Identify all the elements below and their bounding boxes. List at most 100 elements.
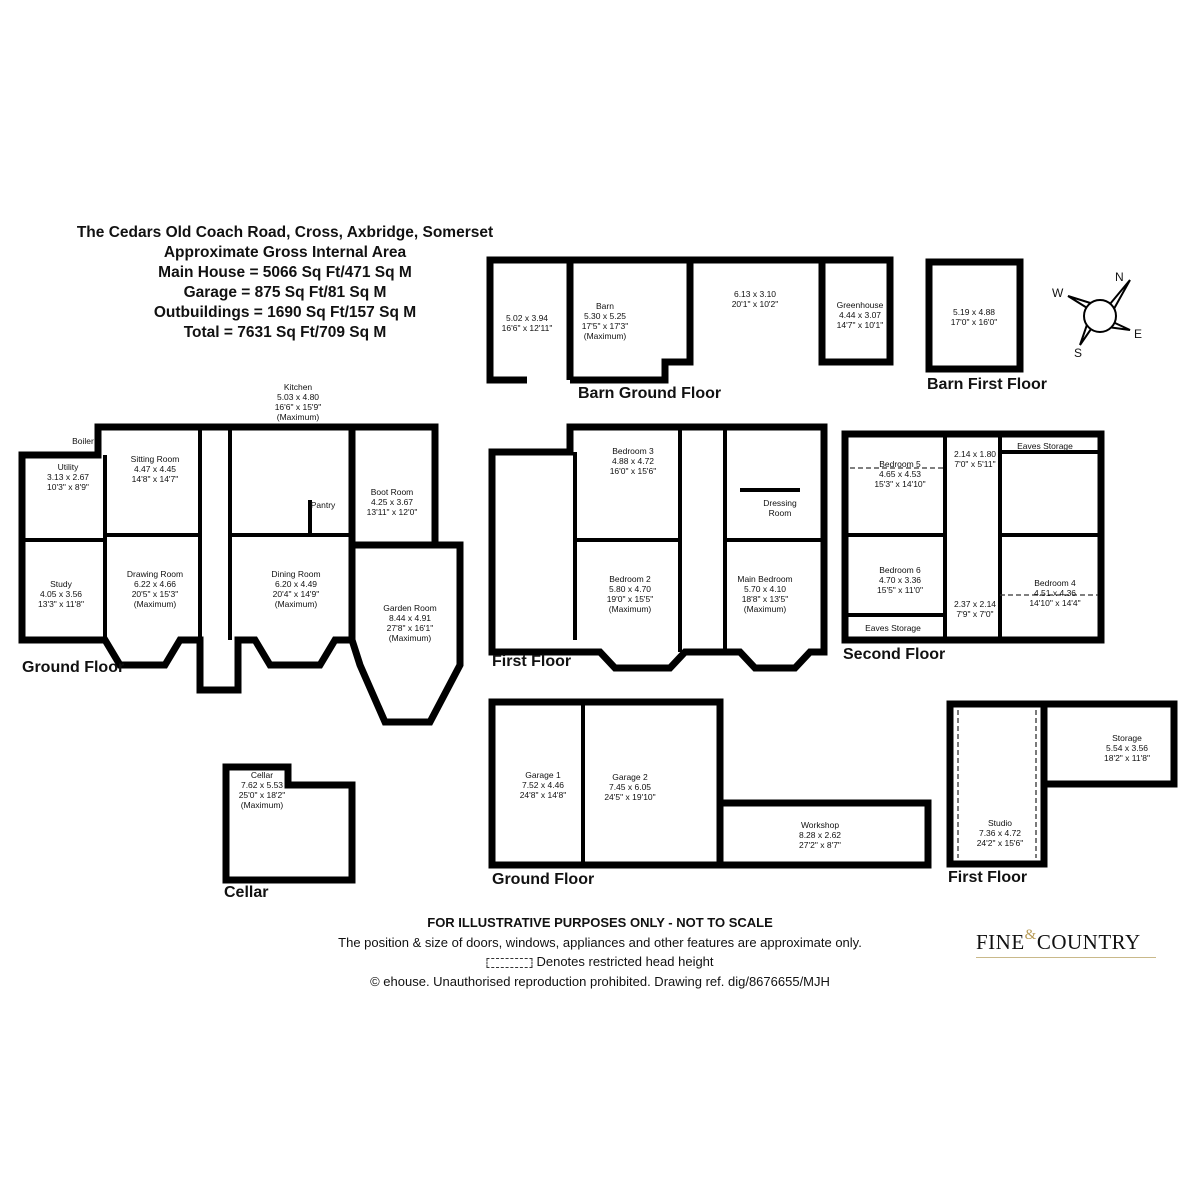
disclaimer: FOR ILLUSTRATIVE PURPOSES ONLY - NOT TO … bbox=[427, 915, 773, 930]
room-dimension: 4.44 x 3.07 bbox=[838, 310, 882, 320]
room-dimension: 6.22 x 4.66 bbox=[133, 579, 177, 589]
barn-ground-walls bbox=[486, 256, 894, 384]
room-dimension: 25'0" x 18'2" bbox=[238, 790, 286, 800]
room-dimension: 4.51 x 4.36 bbox=[1033, 588, 1077, 598]
room-name: Cellar bbox=[250, 770, 274, 780]
room-dimension: 24'8" x 14'8" bbox=[519, 790, 567, 800]
room-name: Sitting Room bbox=[130, 454, 180, 464]
boot-room-walls bbox=[348, 423, 439, 549]
floor-title-barn-first: Barn First Floor bbox=[927, 376, 1048, 393]
outbuildings-area: Outbuildings = 1690 Sq Ft/157 Sq M bbox=[153, 304, 417, 321]
room-name: Bedroom 4 bbox=[1034, 578, 1076, 588]
floor-title-first: First Floor bbox=[492, 653, 572, 670]
room-dimension: 10'3" x 8'9" bbox=[47, 482, 89, 492]
room-label-eaves-storage-bottom: Eaves Storage bbox=[865, 623, 921, 633]
room-name: Eaves Storage bbox=[865, 623, 921, 633]
room-name: Greenhouse bbox=[836, 300, 884, 310]
room-dimension: (Maximum) bbox=[583, 331, 627, 341]
copyright: © ehouse. Unauthorised reproduction proh… bbox=[370, 974, 830, 989]
room-name: Dressing bbox=[763, 498, 797, 508]
garage-area: Garage = 875 Sq Ft/81 Sq M bbox=[183, 284, 387, 301]
room-label-boiler: Boiler bbox=[72, 436, 94, 446]
room-dimension: 16'0" x 15'6" bbox=[609, 466, 657, 476]
restricted-height-swatch bbox=[486, 957, 533, 968]
room-name: Garden Room bbox=[383, 603, 437, 613]
room-dimension: 20'1" x 10'2" bbox=[731, 299, 779, 309]
room-dimension: (Maximum) bbox=[608, 604, 652, 614]
compass-icon bbox=[1067, 279, 1131, 346]
room-dimension: 19'0" x 15'5" bbox=[606, 594, 654, 604]
room-dimension: 24'5" x 19'10" bbox=[604, 792, 656, 802]
room-dimension: 16'6" x 15'9" bbox=[274, 402, 322, 412]
area-title: Approximate Gross Internal Area bbox=[163, 244, 407, 261]
room-name: Bedroom 6 bbox=[879, 565, 921, 575]
room-dimension: 17'5" x 17'3" bbox=[581, 321, 629, 331]
room-dimension: 18'2" x 11'8" bbox=[1104, 753, 1150, 763]
room-dimension: 4.65 x 4.53 bbox=[878, 469, 922, 479]
room-dimension: 4.88 x 4.72 bbox=[611, 456, 655, 466]
first-floor-walls bbox=[488, 423, 828, 672]
room-dimension: 6.20 x 4.49 bbox=[274, 579, 318, 589]
room-name: Study bbox=[50, 579, 72, 589]
room-dimension: 5.54 x 3.56 bbox=[1105, 743, 1149, 753]
room-name: Bedroom 3 bbox=[612, 446, 654, 456]
room-name: Drawing Room bbox=[126, 569, 184, 579]
room-dimension: (Maximum) bbox=[743, 604, 787, 614]
room-dimension: 7'0" x 5'11" bbox=[954, 459, 996, 469]
floor-title-cellar: Cellar bbox=[224, 884, 269, 901]
room-dimension: 3.13 x 2.67 bbox=[46, 472, 90, 482]
room-label-pantry: Pantry bbox=[311, 500, 336, 510]
room-name: Eaves Storage bbox=[1017, 441, 1073, 451]
room-dimension: 18'8" x 13'5" bbox=[741, 594, 789, 604]
room-name: Garage 2 bbox=[612, 772, 648, 782]
total-area: Total = 7631 Sq Ft/709 Sq M bbox=[183, 324, 387, 341]
room-name: Boot Room bbox=[370, 487, 414, 497]
compass-north: N bbox=[1115, 270, 1124, 284]
room-dimension: 4.05 x 3.56 bbox=[39, 589, 83, 599]
room-name: Barn bbox=[596, 301, 614, 311]
room-dimension: 5.30 x 5.25 bbox=[583, 311, 627, 321]
compass-east: E bbox=[1134, 327, 1143, 341]
room-name: Workshop bbox=[800, 820, 840, 830]
approximation-note: The position & size of doors, windows, a… bbox=[338, 935, 862, 950]
room-dimension: 13'11" x 12'0" bbox=[366, 507, 418, 517]
room-label-eaves-storage-top: Eaves Storage bbox=[1017, 441, 1073, 451]
floor-title-barn-ground: Barn Ground Floor bbox=[578, 385, 722, 402]
cellar-walls bbox=[222, 763, 356, 884]
compass-west: W bbox=[1052, 286, 1064, 300]
room-name: Studio bbox=[987, 818, 1013, 828]
logo-right: COUNTRY bbox=[1036, 930, 1141, 954]
room-dimension: (Maximum) bbox=[133, 599, 177, 609]
room-dimension: 14'7" x 10'1" bbox=[836, 320, 884, 330]
room-dimension: 20'4" x 14'9" bbox=[272, 589, 320, 599]
room-name: Garage 1 bbox=[525, 770, 561, 780]
room-name: 5.02 x 3.94 bbox=[505, 313, 549, 323]
logo-underline bbox=[976, 957, 1156, 958]
workshop-walls bbox=[716, 799, 932, 869]
room-dimension: 7.52 x 4.46 bbox=[521, 780, 565, 790]
room-name: Dining Room bbox=[271, 569, 321, 579]
garden-room-walls bbox=[348, 541, 464, 726]
room-dimension: Room bbox=[768, 508, 792, 518]
room-name: Bedroom 2 bbox=[609, 574, 651, 584]
room-dimension: (Maximum) bbox=[240, 800, 284, 810]
room-dimension: 14'8" x 14'7" bbox=[131, 474, 179, 484]
